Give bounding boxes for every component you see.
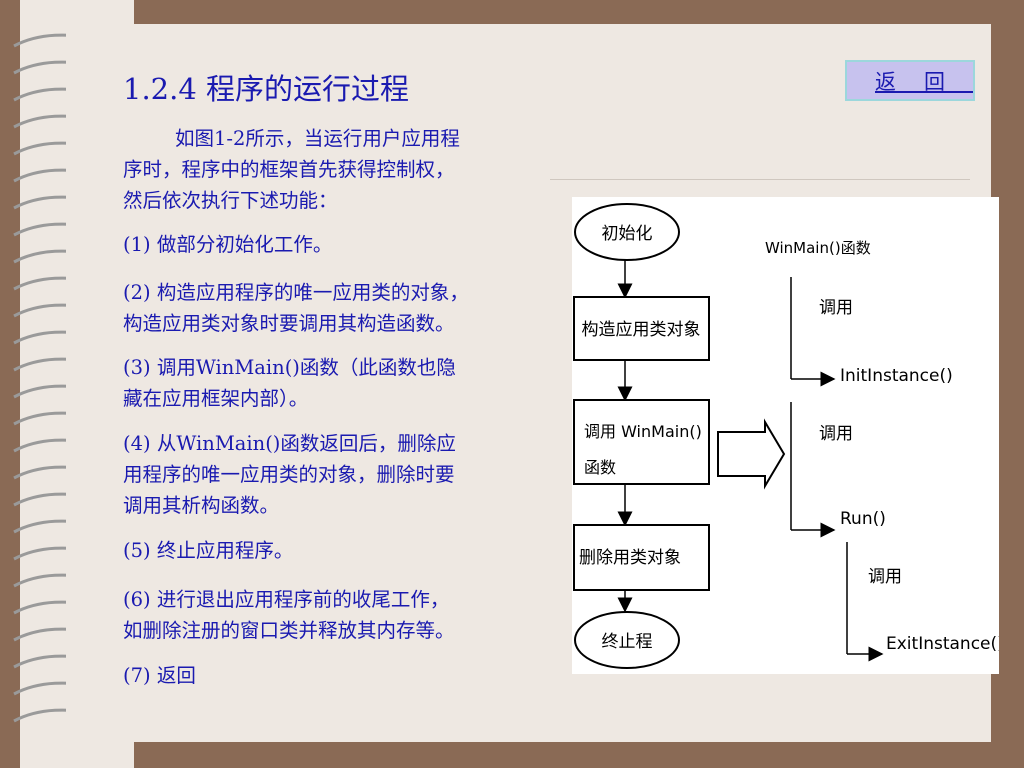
initinstance-label: InitInstance(): [840, 366, 953, 386]
winmain-label: WinMain()函数: [765, 239, 871, 257]
list-item: (2) 构造应用程序的唯一应用类的对象，: [123, 281, 469, 304]
init-node-label: 初始化: [602, 224, 653, 244]
call-winmain-node-label-2: 函数: [584, 458, 616, 477]
list-item: (5) 终止应用程序。: [123, 539, 294, 562]
back-button-label: 返回: [875, 69, 973, 94]
construct-node: [573, 296, 710, 361]
end-node-label: 终止程: [602, 632, 653, 652]
list-item: (6) 进行退出应用程序前的收尾工作，: [123, 588, 450, 611]
paragraph-line: 然后依次执行下述功能：: [123, 189, 338, 212]
exitinstance-label: ExitInstance(): [886, 634, 999, 654]
list-item-continuation: 藏在应用框架内部）。: [123, 387, 309, 410]
run-label: Run(): [840, 509, 886, 529]
paragraph-line: 序时，程序中的框架首先获得控制权，: [123, 158, 455, 181]
call-label: 调用: [819, 424, 853, 444]
delete-node: [573, 524, 710, 591]
list-item: (1) 做部分初始化工作。: [123, 233, 333, 256]
flowchart-figure: 初始化 构造应用类对象 调用 WinMain() 函数 删除用类对象 终止程 W…: [572, 197, 999, 674]
hollow-right-arrow: [717, 418, 786, 490]
construct-node-label: 构造应用类对象: [582, 320, 701, 340]
init-node: [574, 203, 680, 261]
delete-node-label: 删除用类对象: [579, 548, 681, 568]
divider-line: [550, 179, 970, 180]
call-label: 调用: [819, 298, 853, 318]
call-winmain-node-label: 调用 WinMain(): [584, 422, 702, 441]
list-item: (3) 调用WinMain()函数（此函数也隐: [123, 356, 456, 379]
list-item-continuation: 如删除注册的窗口类并释放其内存等。: [123, 619, 455, 642]
list-item: (4) 从WinMain()函数返回后，删除应: [123, 432, 456, 455]
page-title: 1.2.4 程序的运行过程: [123, 72, 410, 106]
paragraph-line: 如图1-2所示，当运行用户应用程: [175, 127, 460, 150]
call-label: 调用: [868, 567, 902, 587]
list-item-continuation: 用程序的唯一应用类的对象，删除时要: [123, 463, 455, 486]
list-item-continuation: 构造应用类对象时要调用其构造函数。: [123, 312, 455, 335]
list-item: (7) 返回: [123, 664, 196, 687]
call-winmain-node: [573, 399, 710, 485]
back-button[interactable]: 返回: [845, 60, 975, 101]
list-item-continuation: 调用其析构函数。: [123, 494, 280, 517]
end-node: [574, 611, 680, 669]
